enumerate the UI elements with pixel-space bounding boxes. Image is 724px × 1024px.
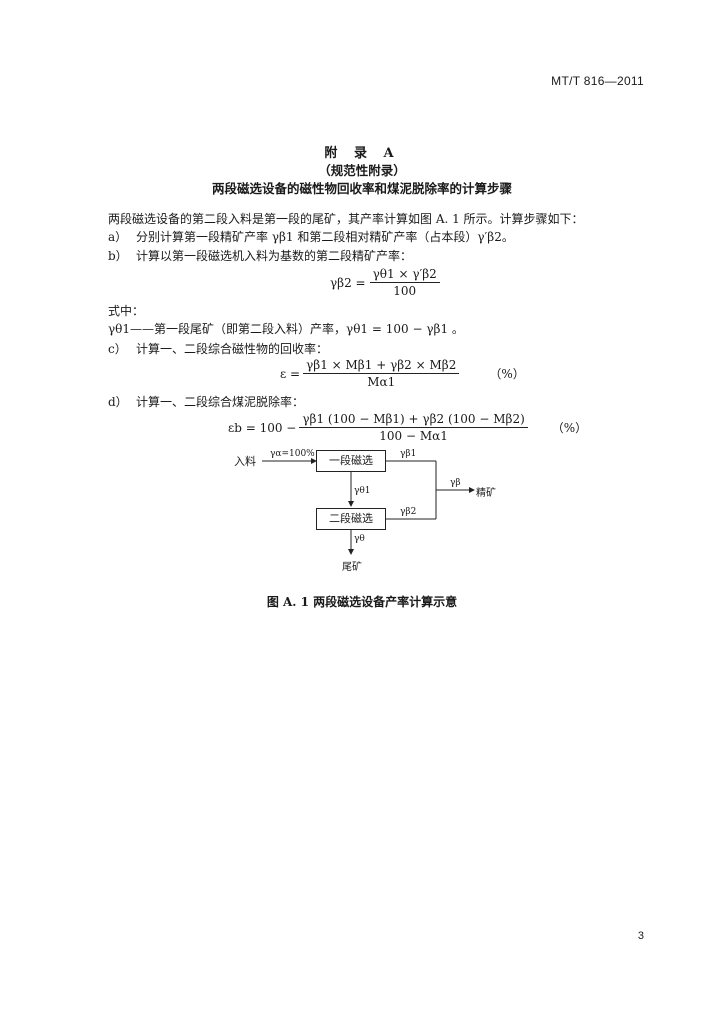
where-definition: γθ1——第一段尾矿（即第二段入料）产率，γθ1 = 100 − γβ1 。 <box>108 322 464 336</box>
stage2-box: 二段磁选 <box>316 508 386 530</box>
step-a-label: a） <box>108 230 128 244</box>
annex-nature: （规范性附录） <box>318 163 406 178</box>
standard-number: MT/T 816—2011 <box>551 74 644 88</box>
equation-d-unit: （%） <box>551 421 588 435</box>
equation-d-lhs: εb = 100 − <box>228 420 297 435</box>
equation-d: εb = 100 − γβ1 (100 − Mβ1) + γβ2 (100 − … <box>228 412 587 443</box>
equation-b-denominator: 100 <box>393 284 417 298</box>
yield-beta2-label: γβ2 <box>400 507 417 517</box>
yield-theta-label: γθ <box>354 534 365 544</box>
tailings-label: 尾矿 <box>342 562 362 573</box>
yield-beta1-label: γβ1 <box>400 449 417 459</box>
input-yield: γα=100% <box>270 449 315 459</box>
step-d-text: 计算一、二段综合煤泥脱除率： <box>136 395 305 409</box>
equation-b-fraction: γθ1 × γ′β2 100 <box>369 267 440 298</box>
step-b-label: b） <box>108 249 128 263</box>
equation-b-lhs: γβ2 = <box>330 275 366 290</box>
equation-c-denominator: Mα1 <box>367 375 396 389</box>
equation-d-denominator: 100 − Mα1 <box>379 429 448 443</box>
yield-theta1-label: γθ1 <box>354 486 371 496</box>
concentrate-label: 精矿 <box>476 488 496 499</box>
annex-name: 两段磁选设备的磁性物回收率和煤泥脱除率的计算步骤 <box>211 181 512 196</box>
step-d-label: d） <box>108 395 128 409</box>
step-b: b） 计算以第一段磁选机入料为基数的第二段精矿产率： <box>108 247 412 264</box>
equation-d-numerator: γβ1 (100 − Mβ1) + γβ2 (100 − Mβ2) <box>299 412 528 428</box>
equation-c-lhs: ε = <box>280 366 301 381</box>
equation-c-numerator: γβ1 × Mβ1 + γβ2 × Mβ2 <box>303 358 460 374</box>
flow-diagram-lines <box>262 458 475 555</box>
input-label: 入料 <box>234 455 256 468</box>
equation-b-numerator: γθ1 × γ′β2 <box>369 267 440 283</box>
page-number: 3 <box>637 930 644 942</box>
step-a: a） 分别计算第一段精矿产率 γβ1 和第二段相对精矿产率（占本段）γ′β2。 <box>108 228 514 245</box>
yield-beta-label: γβ <box>450 478 461 488</box>
step-c-text: 计算一、二段综合磁性物的回收率： <box>136 342 329 356</box>
step-c: c） 计算一、二段综合磁性物的回收率： <box>108 340 328 357</box>
stage1-box: 一段磁选 <box>316 450 386 472</box>
step-d: d） 计算一、二段综合煤泥脱除率： <box>108 393 304 410</box>
equation-d-fraction: γβ1 (100 − Mβ1) + γβ2 (100 − Mβ2) 100 − … <box>299 412 528 443</box>
intro-paragraph: 两段磁选设备的第二段入料是第一段的尾矿，其产率计算如图 A. 1 所示。计算步骤… <box>108 212 584 226</box>
equation-b: γβ2 = γθ1 × γ′β2 100 <box>330 267 440 298</box>
equation-c: ε = γβ1 × Mβ1 + γβ2 × Mβ2 Mα1 （%） <box>280 358 525 389</box>
equation-c-unit: （%） <box>489 367 525 381</box>
where-head: 式中： <box>108 304 145 318</box>
step-b-text: 计算以第一段磁选机入料为基数的第二段精矿产率： <box>136 249 413 263</box>
figure-caption: 图 A. 1 两段磁选设备产率计算示意 <box>266 595 458 609</box>
equation-c-fraction: γβ1 × Mβ1 + γβ2 × Mβ2 Mα1 <box>303 358 460 389</box>
annex-title: 附 录 A <box>324 146 400 161</box>
flow-diagram: 入料 γα=100% 一段磁选 二段磁选 γβ1 γθ1 γβ2 γβ 精矿 γ… <box>230 448 510 578</box>
step-c-label: c） <box>108 342 127 356</box>
step-a-text: 分别计算第一段精矿产率 γβ1 和第二段相对精矿产率（占本段）γ′β2。 <box>136 230 514 244</box>
